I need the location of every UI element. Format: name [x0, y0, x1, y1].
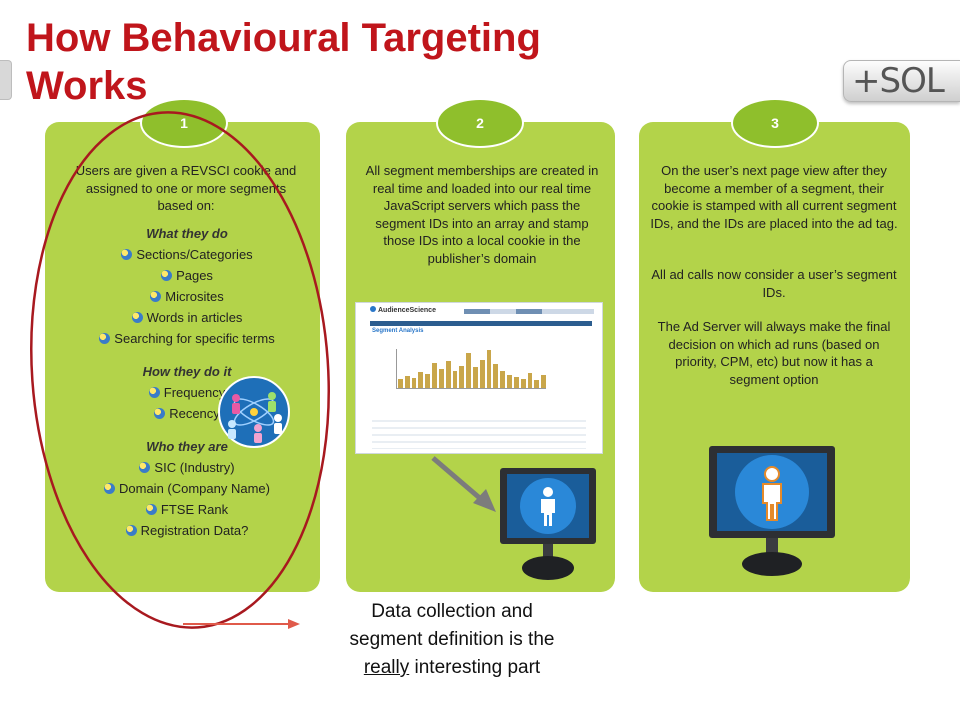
- people-bullet-icon: [121, 249, 133, 260]
- what-they-do-list: Sections/Categories Pages Microsites Wor…: [60, 244, 314, 349]
- segment-bar: [432, 362, 437, 388]
- segment-bar: [459, 365, 465, 388]
- people-bullet-icon: [131, 312, 143, 323]
- segment-bar: [473, 367, 478, 388]
- list-item: SIC (Industry): [60, 457, 314, 478]
- people-bullet-icon: [99, 333, 111, 344]
- segment-bar-chart: [396, 349, 546, 389]
- step-1-badge: 1: [142, 100, 226, 146]
- segment-analysis-screenshot: AudienceScience Segment Analysis: [355, 302, 603, 454]
- user-monitor-icon: [500, 468, 596, 580]
- list-item-label: Sections/Categories: [136, 247, 253, 262]
- slide-title-line-1: How Behavioural Targeting: [26, 16, 541, 60]
- list-item-label: Searching for specific terms: [114, 331, 275, 346]
- audiencescience-brand: AudienceScience: [370, 306, 436, 314]
- people-bullet-icon: [145, 504, 157, 515]
- slide-edge-tab: [0, 60, 12, 100]
- segment-bar: [486, 350, 492, 388]
- segment-bar: [398, 379, 403, 388]
- segment-bar: [452, 370, 458, 388]
- segment-bar: [438, 369, 444, 388]
- segment-bar: [534, 380, 540, 388]
- segment-bar: [500, 370, 506, 388]
- list-item: FTSE Rank: [60, 499, 314, 520]
- step-3-description-2: All ad calls now consider a user’s segme…: [651, 267, 897, 300]
- people-bullet-icon: [154, 408, 166, 419]
- segment-bar: [425, 374, 431, 388]
- segment-bar: [479, 359, 485, 388]
- list-item-label: Registration Data?: [140, 523, 249, 538]
- what-they-do-heading: What they do: [146, 226, 228, 241]
- step-1-intro: Users are given a REVSCI cookie and assi…: [75, 163, 297, 213]
- step-3-description-3: The Ad Server will always make the final…: [657, 319, 891, 387]
- caption-line-2: segment definition is the: [349, 629, 555, 650]
- caption-line-3-rest: interesting part: [414, 657, 541, 678]
- people-bullet-icon: [139, 462, 151, 473]
- segment-bar: [527, 373, 533, 388]
- sol-logo: +SOL: [843, 60, 960, 102]
- list-item-label: FTSE Rank: [160, 502, 229, 517]
- segment-bar: [411, 377, 417, 388]
- slide-title: How Behavioural Targeting Works: [26, 14, 626, 110]
- segment-bar: [541, 375, 546, 388]
- list-item-label: Words in articles: [146, 310, 243, 325]
- segment-table: [372, 415, 586, 449]
- people-bullet-icon: [161, 270, 173, 281]
- screenshot-nav: [464, 309, 594, 314]
- segment-bar: [466, 352, 471, 388]
- people-bullet-icon: [150, 291, 162, 302]
- list-item: Words in articles: [60, 307, 314, 328]
- step-2-badge: 2: [438, 100, 522, 146]
- list-item: Registration Data?: [60, 520, 314, 541]
- list-item-label: Domain (Company Name): [119, 481, 270, 496]
- list-item-label: Microsites: [165, 289, 224, 304]
- segment-bar: [445, 361, 451, 388]
- segment-analysis-heading: Segment Analysis: [372, 328, 424, 334]
- step-2-description: All segment memberships are created in r…: [365, 163, 599, 266]
- segment-bar: [520, 378, 526, 388]
- step-3-description-1: On the user’s next page view after they …: [650, 163, 898, 231]
- screenshot-header-bar: [370, 321, 592, 326]
- people-bullet-icon: [104, 483, 115, 494]
- list-item: Searching for specific terms: [60, 328, 314, 349]
- brand-label: AudienceScience: [378, 307, 436, 314]
- caption-emphasis: really: [363, 657, 410, 678]
- people-bullet-icon: [148, 387, 160, 398]
- list-item: Sections/Categories: [60, 244, 314, 265]
- list-item-label: Pages: [176, 268, 213, 283]
- segment-bar: [493, 363, 499, 388]
- caption-arrow-head: [288, 619, 300, 629]
- segment-bar: [404, 375, 410, 388]
- list-item: Pages: [60, 265, 314, 286]
- who-they-are-list: SIC (Industry) Domain (Company Name) FTS…: [60, 457, 314, 541]
- brand-dot-icon: [370, 306, 376, 312]
- list-item: Microsites: [60, 286, 314, 307]
- segment-bar: [418, 372, 424, 388]
- step-3-badge: 3: [733, 100, 817, 146]
- segment-bar: [513, 376, 519, 388]
- caption-line-1: Data collection and: [371, 601, 533, 622]
- segment-bar: [507, 375, 512, 388]
- list-item: Domain (Company Name): [60, 478, 314, 499]
- list-item-label: SIC (Industry): [154, 460, 235, 475]
- orange-user-monitor-icon: [709, 446, 835, 576]
- people-bullet-icon: [125, 525, 137, 536]
- slide-title-line-2: Works: [26, 64, 148, 108]
- people-network-icon: [218, 376, 290, 448]
- caption-text: Data collection and segment definition i…: [322, 598, 582, 682]
- caption-line-3: really interesting part: [322, 654, 582, 682]
